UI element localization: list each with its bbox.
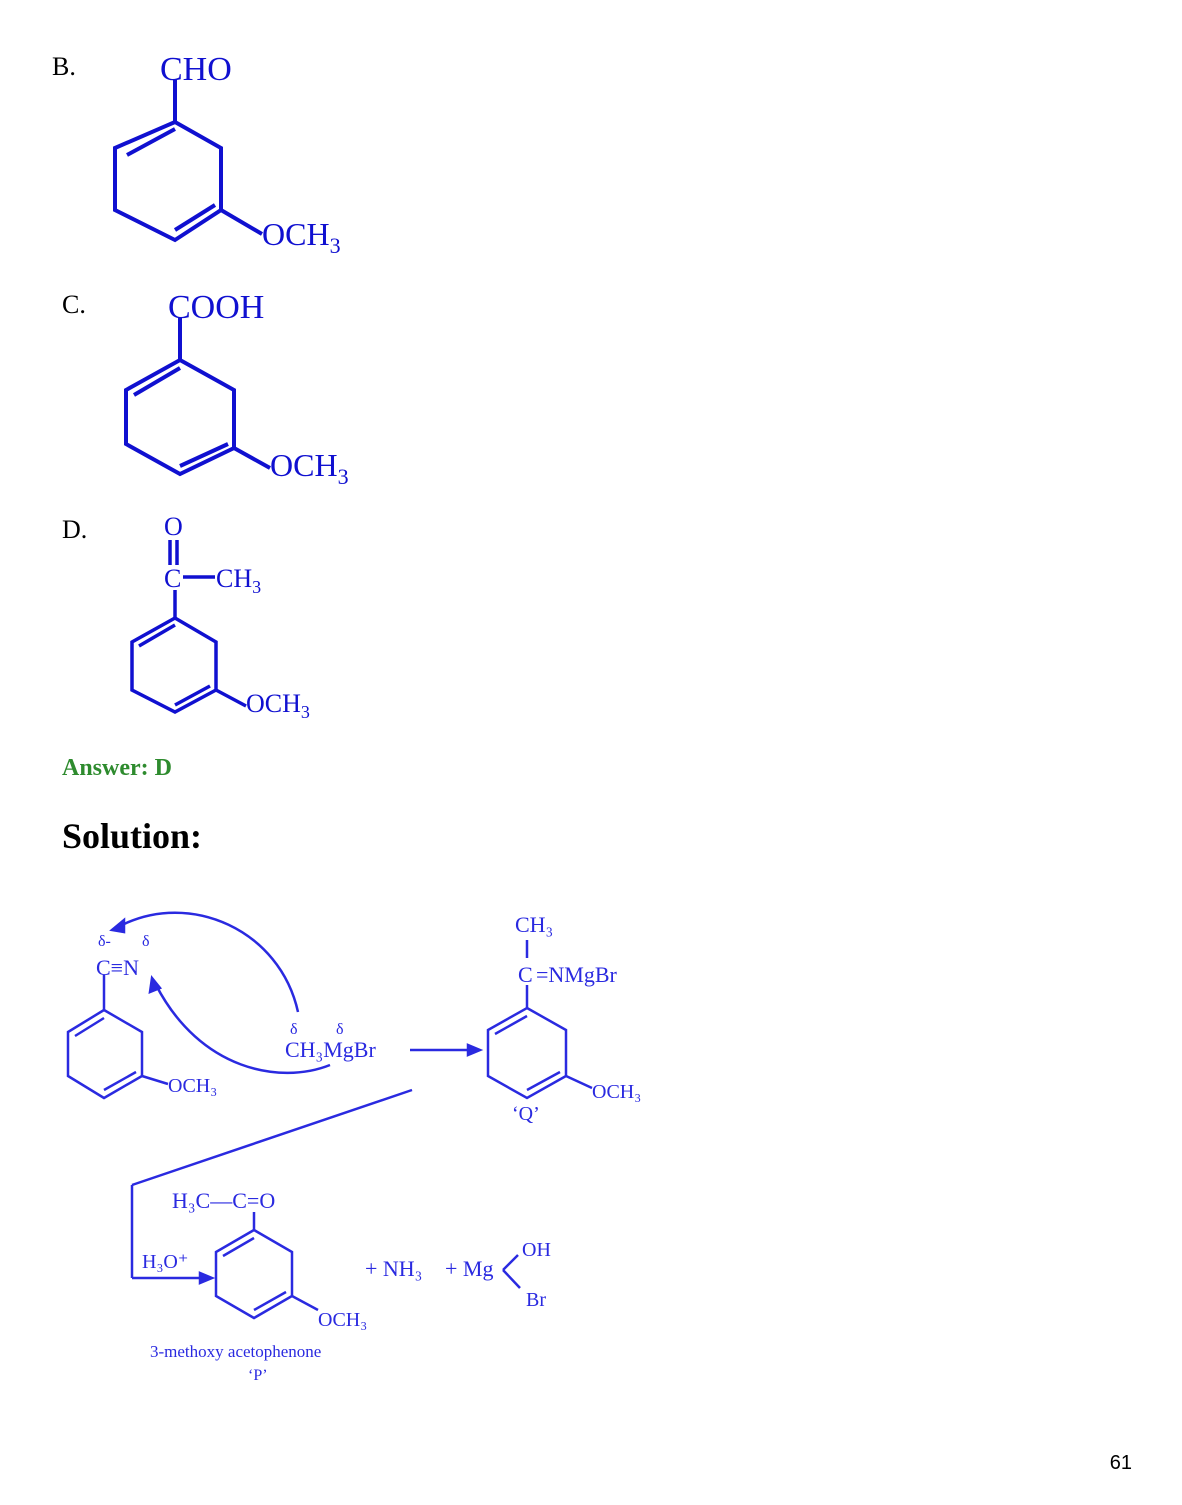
p-top-group: H₃C—C=O <box>172 1188 275 1213</box>
plus-ammonia: + NH₃ <box>365 1256 422 1281</box>
option-d-substituent: OCH <box>246 689 301 718</box>
mg-hydroxide: OH <box>522 1239 551 1261</box>
option-c-top-group: COOH <box>168 289 264 326</box>
option-b-substituent: OCH <box>262 216 330 252</box>
option-c-substituent: OCH <box>270 447 338 483</box>
svg-text:OCH3: OCH3 <box>246 689 310 722</box>
reaction-scheme <box>66 911 593 1320</box>
svg-text:CH3: CH3 <box>216 564 261 597</box>
q-substituent: OCH₃ <box>592 1081 641 1103</box>
plus-mg: + Mg <box>445 1256 493 1281</box>
mg-bromide: Br <box>526 1289 546 1311</box>
svg-text:OCH3: OCH3 <box>270 447 349 489</box>
structure-option-c <box>124 318 271 477</box>
reactant-substituent: OCH₃ <box>168 1075 217 1097</box>
p-substituent: OCH₃ <box>318 1309 367 1331</box>
option-b-sub-index: 3 <box>330 233 341 258</box>
reagent-delta-2: δ <box>336 1021 344 1038</box>
q-nmgbr: =NMgBr <box>536 962 618 987</box>
hydrolysis-label: H₃O⁺ <box>142 1251 188 1273</box>
option-d-carbon: C <box>164 564 181 593</box>
structure-option-b <box>113 80 264 243</box>
product-name: 3-methoxy acetophenone <box>150 1342 321 1361</box>
option-d-label: D. <box>62 515 88 544</box>
svg-text:OCH3: OCH3 <box>262 216 341 258</box>
option-b-label: B. <box>52 52 76 81</box>
option-d-sub-index: 3 <box>301 702 310 722</box>
reagent-delta-1: δ <box>290 1021 298 1038</box>
q-label: ‘Q’ <box>512 1103 540 1125</box>
solution-heading: Solution: <box>62 816 203 856</box>
option-b-top-group: CHO <box>160 51 232 88</box>
delta-2: δ <box>142 933 150 950</box>
structure-option-d <box>130 540 247 714</box>
grignard-reagent: CH₃MgBr <box>285 1037 376 1062</box>
delta-minus-1: δ- <box>98 933 111 950</box>
option-d-oxygen: O <box>164 512 183 541</box>
q-top-group: CH₃ <box>515 912 553 937</box>
q-carbon: C <box>518 962 533 987</box>
option-d-ch3: CH <box>216 564 252 593</box>
nitrile-group: C≡N <box>96 955 139 980</box>
answer-line: Answer: D <box>62 755 172 781</box>
option-c-sub-index: 3 <box>338 464 349 489</box>
option-c-label: C. <box>62 290 86 319</box>
page-number: 61 <box>1109 1452 1132 1474</box>
product-label: ‘P’ <box>248 1367 268 1384</box>
option-d-ch3-index: 3 <box>252 577 261 597</box>
